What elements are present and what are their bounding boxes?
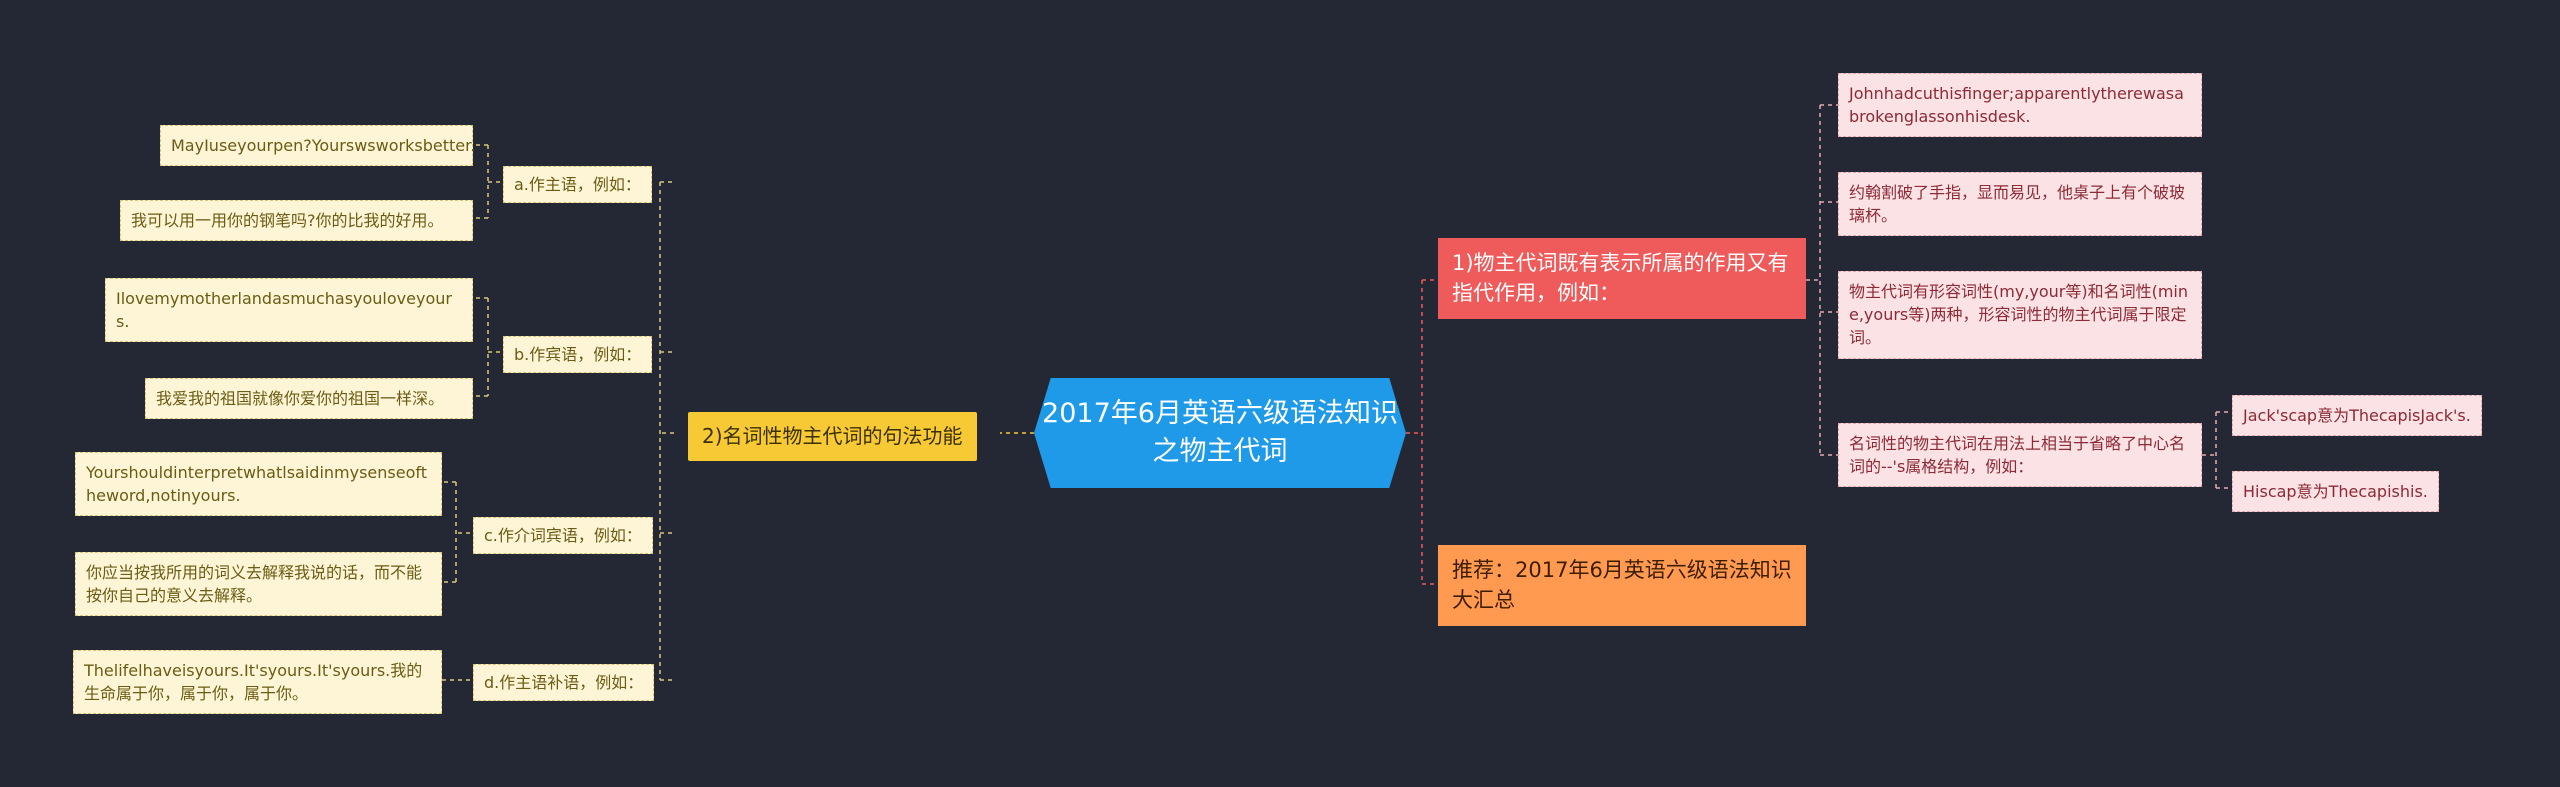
example-leaf[interactable]: MayIuseyourpen?Yourswsworksbetter. [160, 125, 475, 167]
example-leaf[interactable]: Ilovemymotherlandasmuchasyouloveyours. [105, 278, 473, 343]
sub-topic-prep-object[interactable]: c.作介词宾语，例如： [473, 517, 653, 555]
example-leaf[interactable]: 你应当按我所用的词义去解释我说的话，而不能按你自己的意义去解释。 [75, 552, 442, 617]
example-leaf[interactable]: Thelifelhaveisyours.It'syours.It'syours.… [73, 650, 442, 715]
example-leaf[interactable]: 名词性的物主代词在用法上相当于省略了中心名词的--'s属格结构，例如： [1838, 423, 2202, 488]
branch-recommendation[interactable]: 推荐：2017年6月英语六级语法知识大汇总 [1438, 545, 1806, 626]
sub-topic-subject[interactable]: a.作主语，例如： [503, 166, 652, 204]
example-leaf[interactable]: Jack'scap意为ThecapisJack's. [2232, 395, 2482, 437]
central-topic-text: 2017年6月英语六级语法知识之物主代词 [1042, 398, 1398, 467]
sub-topic-object[interactable]: b.作宾语，例如： [503, 336, 653, 374]
branch-syntax-function[interactable]: 2)名词性物主代词的句法功能 [688, 412, 977, 461]
example-leaf[interactable]: Hiscap意为Thecapishis. [2232, 471, 2439, 513]
example-leaf[interactable]: 物主代词有形容词性(my,your等)和名词性(mine,yours等)两种，形… [1838, 271, 2202, 359]
branch-possessive-function[interactable]: 1)物主代词既有表示所属的作用又有指代作用，例如： [1438, 238, 1806, 319]
example-leaf[interactable]: 我可以用一用你的钢笔吗?你的比我的好用。 [120, 200, 473, 242]
example-leaf[interactable]: Yourshouldinterpretwhatlsaidinmysenseoft… [75, 452, 442, 517]
example-leaf[interactable]: Johnhadcuthisfinger;apparentlytherewasab… [1838, 73, 2202, 138]
example-leaf[interactable]: 我爱我的祖国就像你爱你的祖国一样深。 [145, 378, 473, 420]
example-leaf[interactable]: 约翰割破了手指，显而易见，他桌子上有个破玻璃杯。 [1838, 172, 2202, 237]
central-topic[interactable]: 2017年6月英语六级语法知识之物主代词 [1034, 378, 1406, 488]
sub-topic-complement[interactable]: d.作主语补语，例如： [473, 664, 655, 702]
